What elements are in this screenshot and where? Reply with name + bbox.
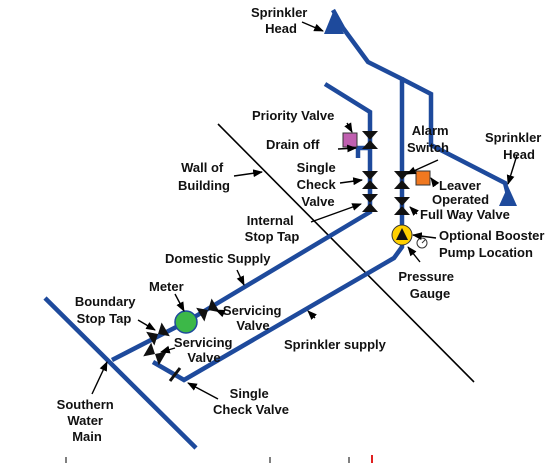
wall-line <box>217 123 475 383</box>
meter-icon <box>174 310 198 334</box>
label-sprinkler-supply: Sprinkler supply <box>284 337 387 352</box>
alarm-bowtie-valve-icon <box>394 171 410 189</box>
boundary-stop-tap-icon <box>143 342 167 366</box>
single-check-valve-lower-icon <box>168 367 182 382</box>
leader-lines <box>91 21 518 400</box>
label-domestic-supply: Domestic Supply <box>165 251 271 266</box>
sprinkler-head-top-icon <box>324 12 344 34</box>
water-main-pipe <box>43 296 198 450</box>
single-check-valve-upper-icon <box>362 171 378 189</box>
label-alarm-switch: Alarm Switch <box>407 123 452 155</box>
label-boundary-stop-tap: Boundary Stop Tap <box>75 294 139 326</box>
label-leaver-operated: Leaver Operated Full Way Valve <box>420 178 510 222</box>
sprinkler-head-right-icon <box>499 186 517 206</box>
branch-pipe <box>110 319 188 363</box>
alarm-switch-icon <box>415 170 431 186</box>
label-priority-valve: Priority Valve <box>252 108 334 123</box>
label-internal-stop-tap: Internal Stop Tap <box>245 213 300 244</box>
internal-stop-tap-icon <box>362 194 378 212</box>
domestic-supply-pipe <box>184 82 373 324</box>
label-wall-of-building: Wall of Building <box>178 160 230 193</box>
label-optional-booster: Optional Booster Pump Location <box>439 228 548 260</box>
label-servicing-valve-lower: Servicing Valve <box>174 335 236 365</box>
label-servicing-valve-upper: Servicing Valve <box>223 303 285 333</box>
priority-bowtie-valve-icon <box>362 131 378 149</box>
label-pressure-gauge: Pressure Gauge <box>398 269 457 301</box>
label-single-check-valve-upper: Single Check Valve <box>297 160 340 209</box>
label-single-check-valve-lower: Single Check Valve <box>213 386 289 417</box>
label-sprinkler-head-right: Sprinkler Head <box>485 130 545 162</box>
sprinkler-branch-pipe <box>400 77 511 196</box>
pump-arrow-icon <box>396 228 408 240</box>
servicing-valve-lower-icon <box>146 322 170 346</box>
priority-valve-icon <box>342 132 358 148</box>
sprinkler-supply-pipe <box>151 8 405 383</box>
label-drain-off: Drain off <box>266 137 320 152</box>
full-way-valve-icon <box>394 197 410 215</box>
label-sprinkler-head-top: Sprinkler Head <box>251 5 311 36</box>
gauge-needle <box>421 239 426 244</box>
label-meter: Meter <box>149 279 184 294</box>
label-southern-water-main: Southern Water Main <box>57 397 118 444</box>
servicing-valve-upper-icon <box>196 298 220 322</box>
